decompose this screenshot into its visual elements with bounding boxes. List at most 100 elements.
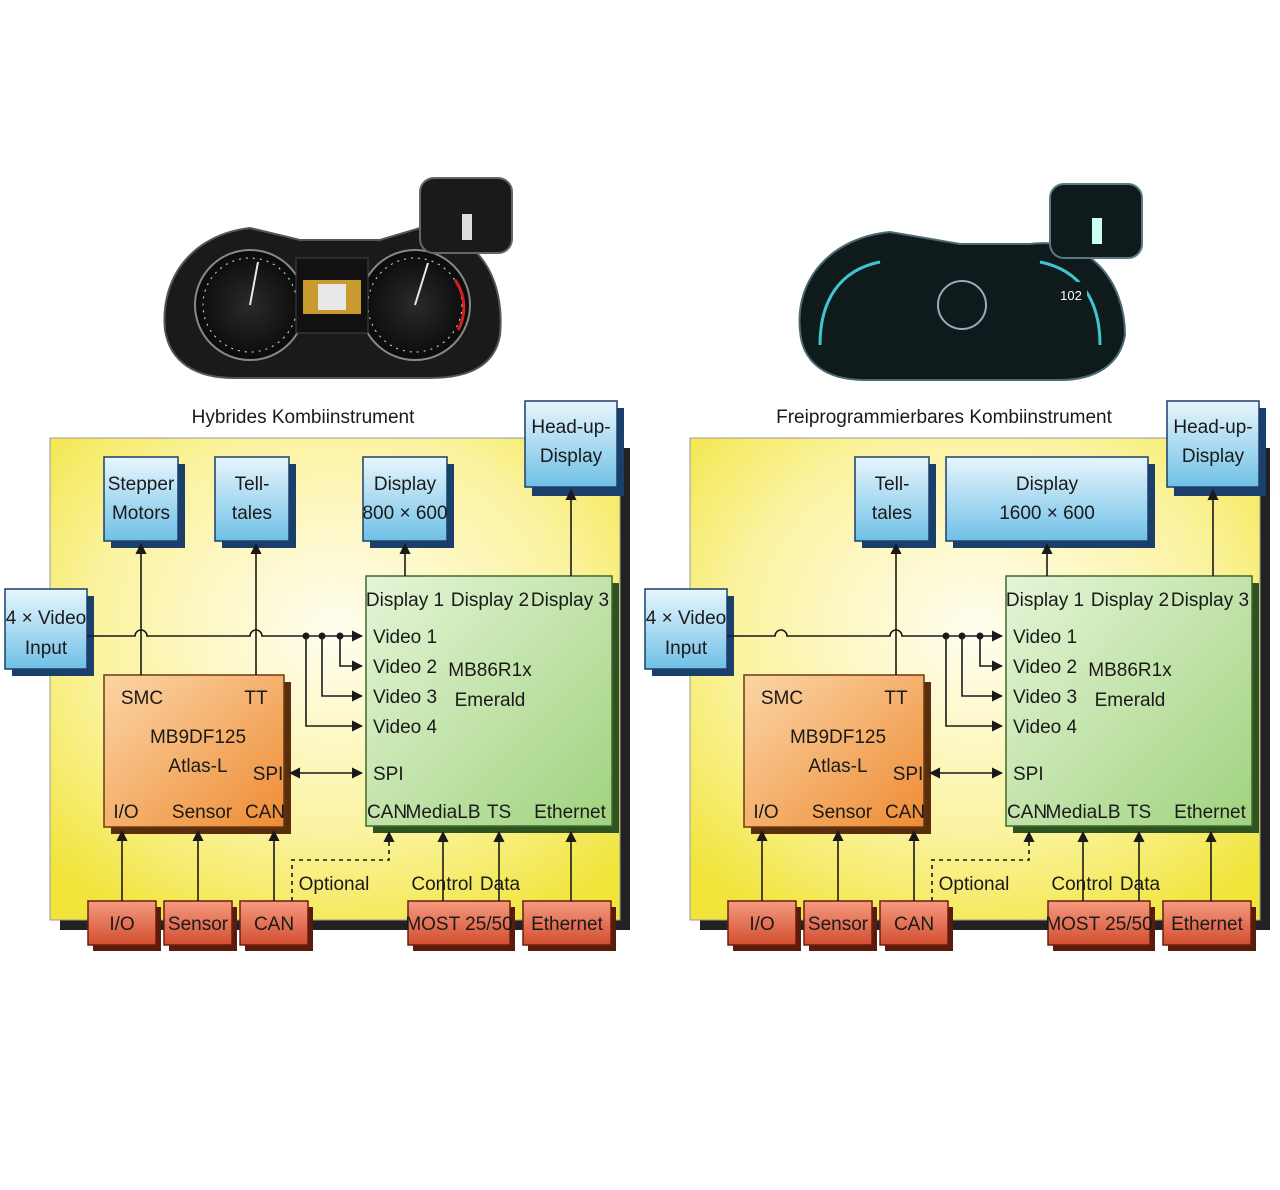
cluster-speed-readout: 102 bbox=[1060, 288, 1082, 303]
right-emerald-medialb: MediaLB bbox=[1046, 802, 1121, 823]
right-wires bbox=[727, 488, 1219, 901]
right-bus-io bbox=[727, 900, 797, 946]
right-emerald-name1: MB86R1x bbox=[1088, 660, 1172, 681]
left-bus-sensor-label: Sensor bbox=[168, 914, 229, 935]
right-bus-can-label: CAN bbox=[894, 914, 934, 935]
left-bus-most bbox=[407, 900, 511, 946]
right-bus-eth-label: Ethernet bbox=[1171, 914, 1244, 935]
left-bus-eth bbox=[522, 900, 612, 946]
right-data-label: Data bbox=[1120, 874, 1161, 895]
right-bus-most-label: MOST 25/50 bbox=[1045, 914, 1152, 935]
right-bus-sensor-label: Sensor bbox=[808, 914, 869, 935]
left-hud-line2: Display bbox=[540, 446, 603, 467]
left-video-input-label-1: 4 × Video bbox=[6, 608, 86, 629]
right-atlas-smc: SMC bbox=[761, 688, 803, 709]
left-hud-line1: Head-up- bbox=[531, 417, 610, 438]
left-emerald-name2: Emerald bbox=[455, 690, 526, 711]
right-atlas-spi: SPI bbox=[893, 764, 924, 785]
right-emerald-v3: Video 3 bbox=[1013, 687, 1077, 708]
stepper-label-1: Stepper bbox=[108, 474, 175, 495]
right-bus-sensor bbox=[803, 900, 873, 946]
left-emerald-d3: Display 3 bbox=[531, 590, 609, 611]
freeprog-cluster-image: 102 bbox=[798, 183, 1143, 381]
right-control-label: Control bbox=[1051, 874, 1112, 895]
left-hud-box bbox=[524, 400, 618, 488]
right-emerald-d1: Display 1 bbox=[1006, 590, 1084, 611]
right-telltales-label-2: tales bbox=[872, 503, 912, 524]
right-hud-line2: Display bbox=[1182, 446, 1245, 467]
left-display-label-1: Display bbox=[374, 474, 437, 495]
right-hud-box bbox=[1166, 400, 1260, 488]
left-emerald-ts: TS bbox=[487, 802, 511, 823]
right-display-label-2: 1600 × 600 bbox=[999, 503, 1095, 524]
left-emerald-spi: SPI bbox=[373, 764, 404, 785]
right-emerald-eth: Ethernet bbox=[1174, 802, 1247, 823]
left-emerald-medialb: MediaLB bbox=[406, 802, 481, 823]
right-diagram: Freiprogrammierbares Kombiinstrument Hea… bbox=[644, 400, 1270, 951]
left-bus-can bbox=[239, 900, 309, 946]
left-atlas-can: CAN bbox=[245, 802, 285, 823]
left-optional-label: Optional bbox=[299, 874, 370, 895]
left-wires bbox=[87, 488, 577, 901]
left-atlas-name1: MB9DF125 bbox=[150, 727, 246, 748]
right-video-input-label-2: Input bbox=[665, 638, 708, 659]
left-bus-sensor bbox=[163, 900, 233, 946]
left-title: Hybrides Kombiinstrument bbox=[192, 407, 416, 428]
left-emerald-can: CAN bbox=[367, 802, 407, 823]
right-emerald-v1: Video 1 bbox=[1013, 627, 1077, 648]
left-control-label: Control bbox=[411, 874, 472, 895]
left-telltales-label-1: Tell- bbox=[235, 474, 270, 495]
left-bus-eth-label: Ethernet bbox=[531, 914, 604, 935]
left-atlas-spi: SPI bbox=[253, 764, 284, 785]
right-emerald-ts: TS bbox=[1127, 802, 1151, 823]
right-atlas-chip bbox=[743, 674, 925, 828]
right-bus-eth bbox=[1162, 900, 1252, 946]
left-atlas-smc: SMC bbox=[121, 688, 163, 709]
left-diagram: Hybrides Kombiinstrument Head-up- Displa… bbox=[4, 400, 630, 951]
right-emerald-d3: Display 3 bbox=[1171, 590, 1249, 611]
left-display-box bbox=[362, 456, 448, 542]
right-telltales-box bbox=[854, 456, 930, 542]
left-telltales-label-2: tales bbox=[232, 503, 272, 524]
right-optional-label: Optional bbox=[939, 874, 1010, 895]
right-atlas-can: CAN bbox=[885, 802, 925, 823]
right-atlas-name2: Atlas-L bbox=[808, 756, 867, 777]
left-bus-most-label: MOST 25/50 bbox=[405, 914, 512, 935]
left-telltales-box bbox=[214, 456, 290, 542]
left-atlas-chip bbox=[103, 674, 285, 828]
right-emerald-v4: Video 4 bbox=[1013, 717, 1078, 738]
left-video-input-label-2: Input bbox=[25, 638, 68, 659]
left-data-label: Data bbox=[480, 874, 521, 895]
left-bus-io bbox=[87, 900, 157, 946]
left-emerald-v1: Video 1 bbox=[373, 627, 437, 648]
left-atlas-tt: TT bbox=[244, 688, 268, 709]
left-bus-can-label: CAN bbox=[254, 914, 294, 935]
right-emerald-chip bbox=[1005, 575, 1253, 827]
stepper-motors-box bbox=[103, 456, 179, 542]
left-emerald-eth: Ethernet bbox=[534, 802, 607, 823]
stepper-label-2: Motors bbox=[112, 503, 170, 524]
right-atlas-io: I/O bbox=[753, 802, 778, 823]
left-emerald-v2: Video 2 bbox=[373, 657, 437, 678]
hybrid-cluster-image bbox=[163, 177, 513, 379]
right-video-input-label-1: 4 × Video bbox=[646, 608, 726, 629]
left-emerald-v3: Video 3 bbox=[373, 687, 437, 708]
right-atlas-tt: TT bbox=[884, 688, 908, 709]
right-emerald-spi: SPI bbox=[1013, 764, 1044, 785]
right-emerald-d2: Display 2 bbox=[1091, 590, 1169, 611]
right-title: Freiprogrammierbares Kombiinstrument bbox=[776, 407, 1112, 428]
left-emerald-name1: MB86R1x bbox=[448, 660, 532, 681]
right-telltales-label-1: Tell- bbox=[875, 474, 910, 495]
right-display-label-1: Display bbox=[1016, 474, 1079, 495]
left-atlas-name2: Atlas-L bbox=[168, 756, 227, 777]
right-emerald-name2: Emerald bbox=[1095, 690, 1166, 711]
left-emerald-d2: Display 2 bbox=[451, 590, 529, 611]
left-atlas-sensor: Sensor bbox=[172, 802, 233, 823]
left-emerald-chip bbox=[365, 575, 613, 827]
left-emerald-v4: Video 4 bbox=[373, 717, 438, 738]
left-emerald-d1: Display 1 bbox=[366, 590, 444, 611]
right-bus-io-label: I/O bbox=[749, 914, 774, 935]
left-video-input-box bbox=[4, 588, 88, 670]
right-emerald-v2: Video 2 bbox=[1013, 657, 1077, 678]
